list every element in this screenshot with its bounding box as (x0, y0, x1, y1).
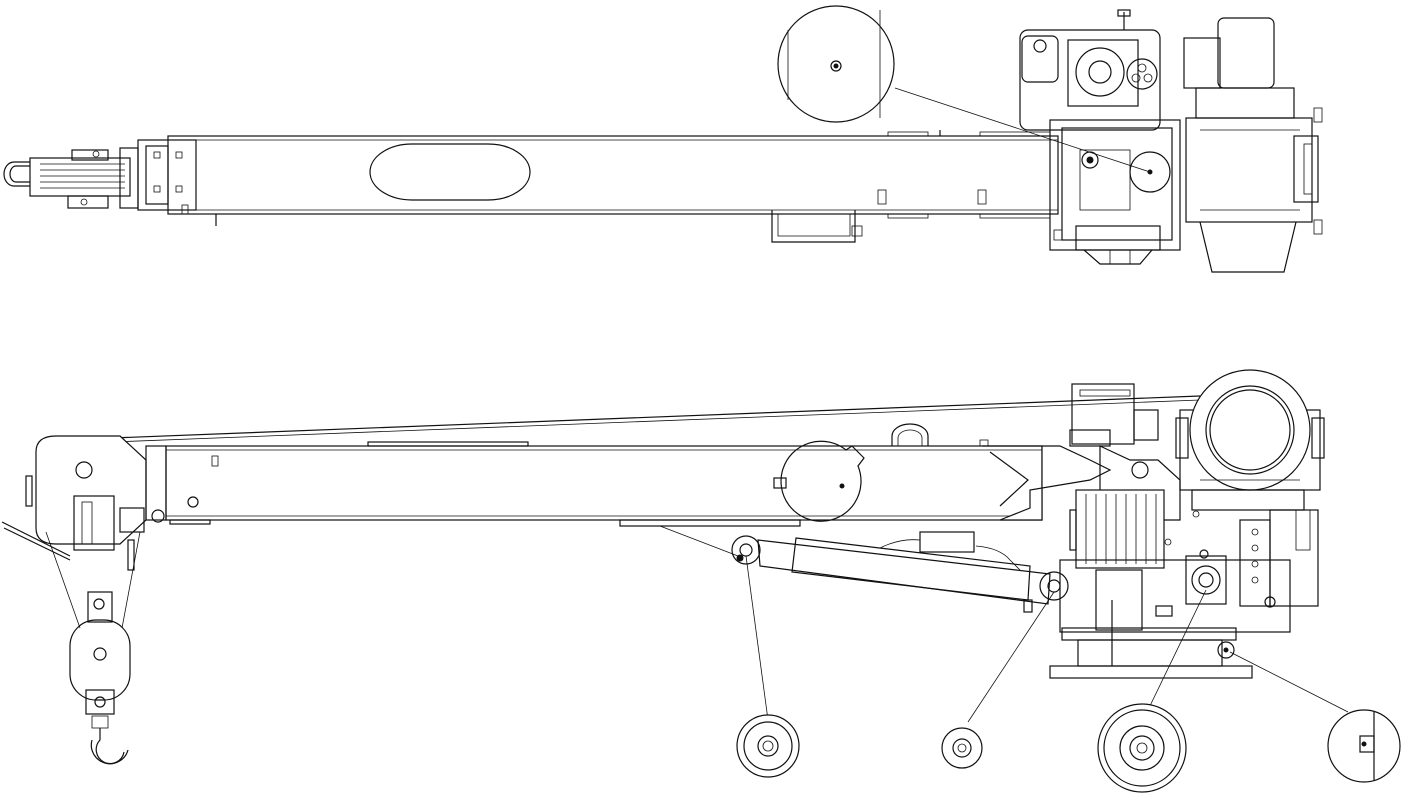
top-boom-oval-cutout (369, 143, 531, 201)
side-detail-callout-1 (736, 555, 800, 778)
side-detail-callout-4 (1229, 651, 1401, 783)
side-detail-callout-2 (941, 591, 1055, 769)
side-base-turret (1049, 383, 1319, 679)
top-hook-assembly (3, 147, 139, 209)
top-base-assembly (1019, 9, 1323, 273)
top-view (3, 5, 1323, 273)
side-winch-drum (1175, 369, 1325, 511)
top-detail-callout (777, 5, 1151, 173)
side-hydraulic-cylinder (659, 525, 1069, 613)
side-boom-body (145, 423, 1112, 527)
side-detail-callout-3 (1097, 589, 1207, 793)
top-boom-body (167, 130, 1059, 243)
side-boom-tip (1, 435, 165, 561)
top-detail-source-circle (1129, 151, 1171, 193)
side-wire-rope (111, 395, 1201, 443)
side-view (1, 369, 1401, 793)
side-hook-block (45, 531, 141, 765)
top-boom-head (137, 139, 197, 211)
